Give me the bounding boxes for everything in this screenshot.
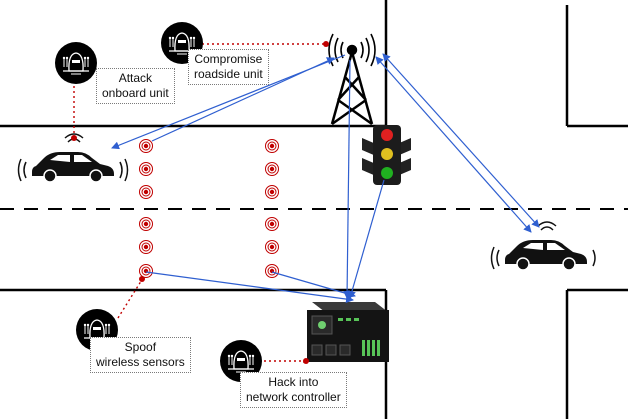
attack-onboard-unit-line2: onboard unit [102,86,169,100]
wireless-sensor-icon [139,139,153,153]
compromise-roadside-unit-line1: Compromise [194,52,263,66]
spoof-wireless-sensors-label: Spoof wireless sensors [90,337,191,373]
spoof-wireless-sensors-line1: Spoof [124,340,157,354]
wireless-sensor-icon [139,240,153,254]
hack-network-controller-line2: network controller [246,390,341,404]
network-controller-icon [307,302,389,362]
hacker-icon [220,340,262,382]
wireless-sensor-icon [265,264,279,278]
wireless-sensor-icon [265,162,279,176]
wireless-sensor-icon [265,185,279,199]
hacker-icon [55,42,97,84]
attack-link-endpoints [71,41,329,364]
wireless-sensor-icon [139,217,153,231]
wireless-sensor-icon [265,139,279,153]
car-icon-left [17,133,129,183]
spoof-wireless-sensors-line2: wireless sensors [96,355,185,369]
compromise-roadside-unit-line2: roadside unit [194,67,263,81]
communication-links [111,53,540,304]
car-icon-right [490,221,596,271]
compromise-roadside-unit-label: Compromise roadside unit [188,49,269,85]
hack-network-controller-label: Hack into network controller [240,372,347,408]
attack-onboard-unit-line1: Attack [118,71,153,85]
attack-onboard-unit-label: Attack onboard unit [96,68,175,104]
hacker-icon [161,22,203,64]
cell-tower-icon [328,33,376,126]
wireless-sensor-icon [139,185,153,199]
wireless-sensor-group [139,139,279,278]
wireless-sensor-icon [139,162,153,176]
wireless-sensor-icon [265,217,279,231]
wireless-sensor-icon [139,264,153,278]
traffic-light-icon [362,125,411,185]
wireless-sensor-icon [265,240,279,254]
hack-network-controller-line1: Hack into [268,375,319,389]
